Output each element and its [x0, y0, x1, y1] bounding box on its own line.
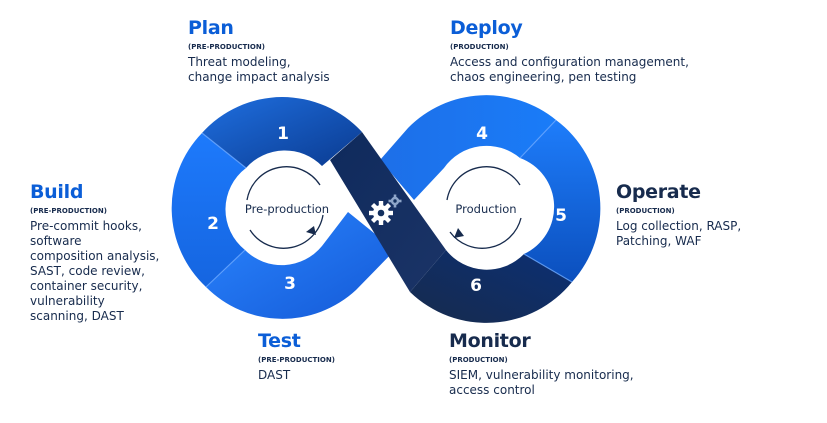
- stage-operate: Operate (PRODUCTION) Log collection, RAS…: [616, 181, 806, 249]
- stage-deploy-title: Deploy: [450, 17, 523, 39]
- right-cycle-arrow-lower-icon: [449, 217, 522, 249]
- stage-plan-tag: (PRE-PRODUCTION): [188, 43, 265, 51]
- stage-operate-tag: (PRODUCTION): [616, 207, 675, 215]
- stage-build-tag: (PRE-PRODUCTION): [30, 207, 107, 215]
- left-cycle-arrow-lower-icon: [249, 214, 324, 249]
- stage-operate-desc: Log collection, RASP, Patching, WAF: [616, 219, 742, 248]
- gears-icon: [369, 194, 402, 225]
- stage-deploy: Deploy (PRODUCTION) Access and configura…: [450, 17, 750, 85]
- right-cycle-arrow-icon: [446, 166, 521, 201]
- stage-plan-title: Plan: [188, 17, 234, 39]
- segment-build: [171, 133, 246, 287]
- segment-number-plan: 1: [277, 124, 289, 144]
- left-cycle-arrow-icon: [246, 166, 321, 201]
- segment-deploy: [380, 95, 556, 200]
- stage-deploy-tag: (PRODUCTION): [450, 43, 509, 51]
- segment-number-test: 3: [284, 274, 296, 294]
- right-arrowhead-icon: [454, 228, 464, 238]
- segment-plan: [202, 97, 362, 168]
- stage-deploy-desc: Access and configuration management, cha…: [450, 55, 689, 84]
- segment-number-operate: 5: [555, 206, 567, 226]
- segment-number-deploy: 4: [476, 124, 488, 144]
- stage-monitor-desc: SIEM, vulnerability monitoring, access c…: [449, 368, 634, 397]
- segment-number-build: 2: [207, 214, 219, 234]
- stage-test: Test (PRE-PRODUCTION) DAST: [258, 330, 408, 383]
- segment-monitor: [410, 250, 572, 323]
- stage-build: Build (PRE-PRODUCTION) Pre-commit hooks,…: [30, 181, 185, 324]
- segment-operate: [520, 120, 601, 282]
- stage-test-desc: DAST: [258, 368, 291, 382]
- stage-monitor-tag: (PRODUCTION): [449, 356, 508, 364]
- stage-test-title: Test: [258, 330, 301, 352]
- stage-monitor: Monitor (PRODUCTION) SIEM, vulnerability…: [449, 330, 689, 398]
- stage-monitor-title: Monitor: [449, 330, 531, 352]
- pre-production-label: Pre-production: [245, 202, 329, 216]
- stage-plan: Plan (PRE-PRODUCTION) Threat modeling, c…: [188, 17, 408, 85]
- stage-test-tag: (PRE-PRODUCTION): [258, 356, 335, 364]
- stage-operate-title: Operate: [616, 181, 701, 203]
- segment-dividers: [201, 119, 573, 288]
- stage-build-desc: Pre-commit hooks, software composition a…: [30, 219, 160, 323]
- production-label: Production: [455, 202, 516, 216]
- segment-number-monitor: 6: [470, 276, 482, 296]
- segment-test: [206, 212, 395, 319]
- stage-plan-desc: Threat modeling, change impact analysis: [188, 55, 330, 84]
- stage-build-title: Build: [30, 181, 84, 203]
- left-arrowhead-icon: [306, 226, 316, 235]
